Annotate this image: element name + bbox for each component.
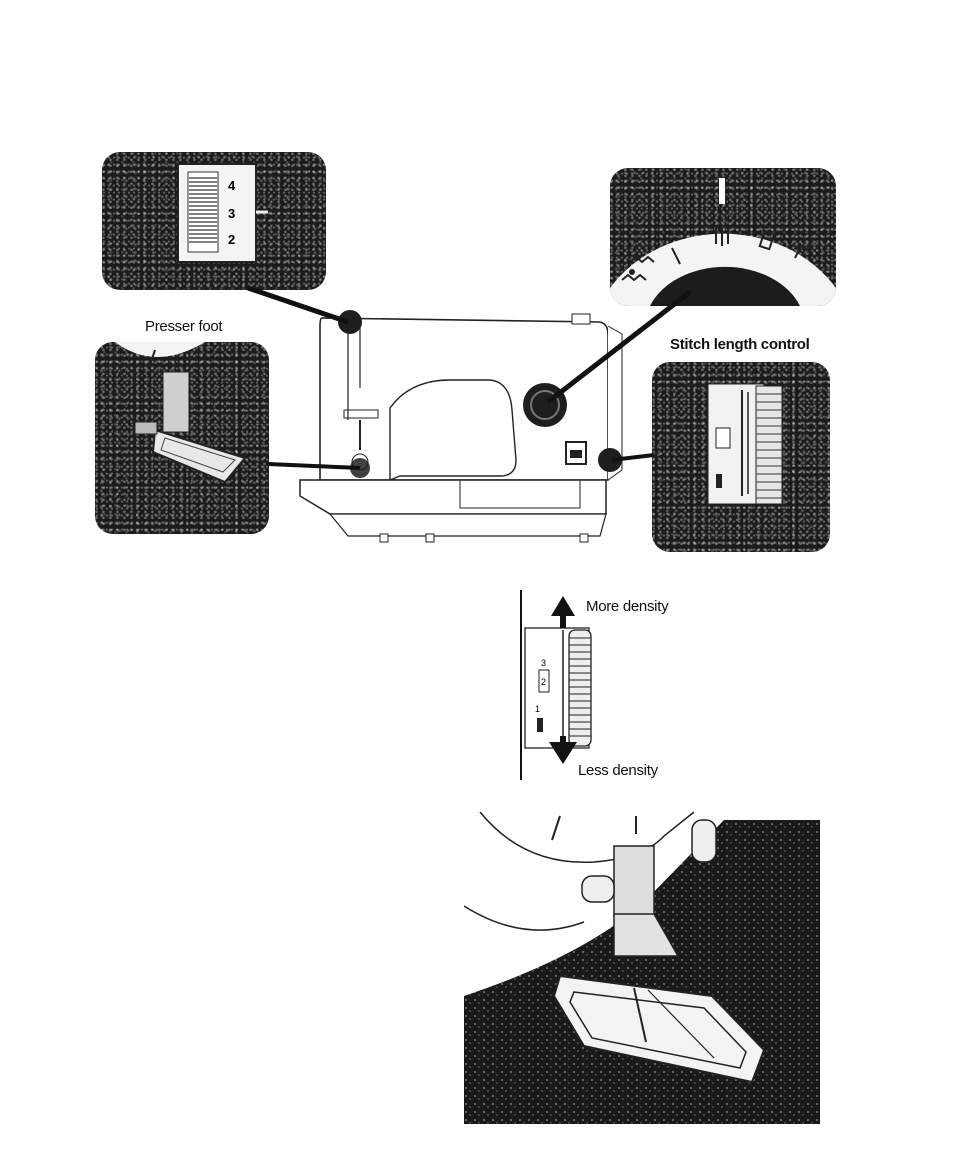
callout-leader-lines [0,0,954,600]
slider-number-3: 3 [541,658,546,668]
buttonhole-foot-closeup-illustration [464,806,820,1124]
density-slider-illustration: 3 2 1 [505,588,615,783]
more-density-label: More density [586,598,668,615]
up-arrow-icon [551,596,575,616]
less-density-label: Less density [578,762,658,779]
slider-number-2: 2 [541,677,546,687]
down-arrow-icon [549,742,577,764]
slider-number-1: 1 [535,704,540,714]
buttonhole-foot-closeup [464,806,820,1124]
